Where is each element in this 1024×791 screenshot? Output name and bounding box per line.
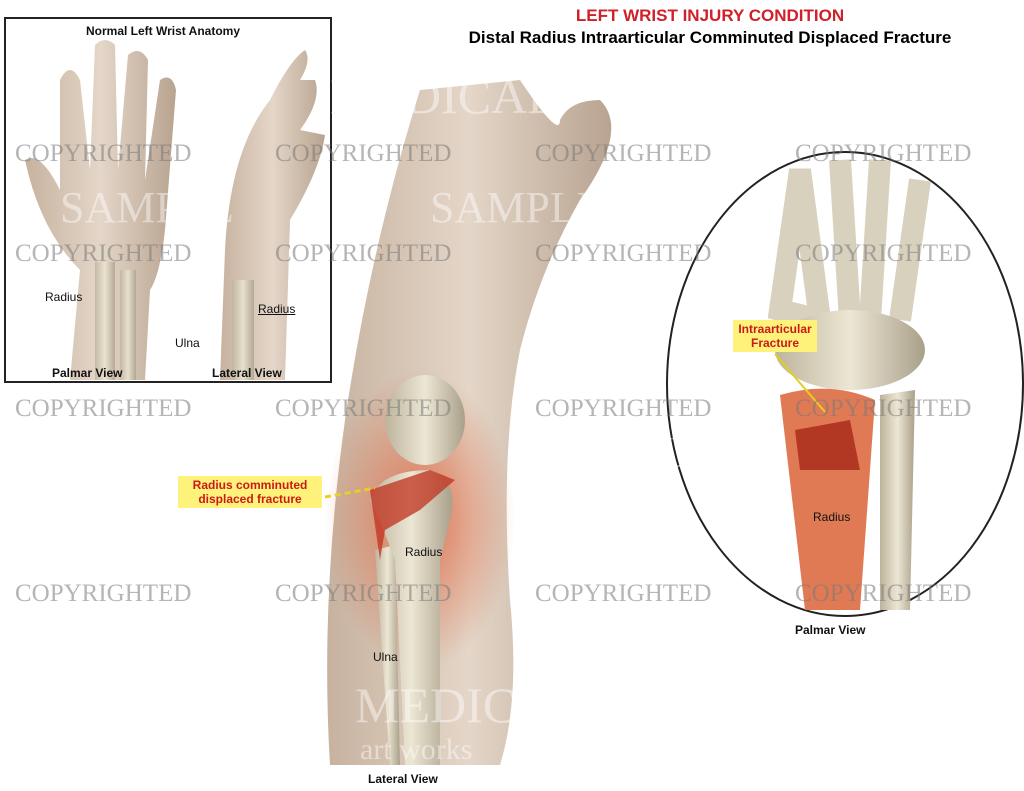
watermark-copyrighted: COPYRIGHTED (535, 140, 712, 167)
watermark-sample: SAMPLE (540, 428, 714, 477)
watermark-copyrighted: COPYRIGHTED (275, 580, 452, 607)
watermark-copyrighted: COPYRIGHTED (795, 240, 972, 267)
watermark-copyrighted: COPYRIGHTED (275, 395, 452, 422)
inset-palmar-view-label: Palmar View (52, 366, 123, 380)
lateral-forearm-illustration (325, 80, 612, 765)
watermark-brand-sub: art works (360, 733, 473, 766)
watermark-copyrighted: COPYRIGHTED (795, 395, 972, 422)
normal-anatomy-inset (4, 17, 332, 383)
watermark-copyrighted: COPYRIGHTED (795, 140, 972, 167)
inset-lateral-view-label: Lateral View (212, 366, 282, 380)
watermark-copyrighted: COPYRIGHTED (275, 140, 452, 167)
watermark-brand: MEDICAL (330, 68, 558, 124)
watermark-sample: SAMPLE (60, 183, 234, 232)
condition-title: LEFT WRIST INJURY CONDITION (575, 6, 845, 25)
palmar-detail-illustration (666, 151, 1024, 617)
watermark-copyrighted: COPYRIGHTED (535, 240, 712, 267)
inset-radius-label-lateral: Radius (258, 302, 296, 316)
watermark-copyrighted: COPYRIGHTED (535, 580, 712, 607)
main-lateral-view-label: Lateral View (368, 772, 438, 786)
watermark-copyrighted: COPYRIGHTED (275, 240, 452, 267)
watermark-copyrighted: COPYRIGHTED (535, 395, 712, 422)
palmar-hand-illustration (25, 40, 176, 380)
inset-ulna-label: Ulna (175, 336, 200, 350)
radius-fracture-callout: Radius comminuted displaced fracture (178, 476, 322, 508)
watermark-copyrighted: COPYRIGHTED (15, 395, 192, 422)
main-radius-label: Radius (405, 545, 443, 559)
inset-title: Normal Left Wrist Anatomy (86, 24, 241, 38)
main-ulna-label: Ulna (373, 650, 398, 664)
detail-radius-label: Radius (813, 510, 851, 524)
detail-palmar-view-label: Palmar View (795, 623, 866, 637)
watermark-copyrighted: COPYRIGHTED (15, 580, 192, 607)
fracture-subtitle: Distal Radius Intraarticular Comminuted … (468, 28, 952, 47)
watermark-copyrighted: COPYRIGHTED (15, 140, 192, 167)
watermark-copyrighted: COPYRIGHTED (795, 580, 972, 607)
watermark-sample: SAMPLE (430, 183, 604, 232)
watermark-brand: MEDICAL (355, 677, 583, 733)
lateral-hand-illustration (220, 50, 325, 380)
watermark-copyrighted: COPYRIGHTED (15, 240, 192, 267)
inset-radius-label-palmar: Radius (45, 290, 83, 304)
intraarticular-fracture-callout: Intraarticular Fracture (733, 320, 817, 352)
